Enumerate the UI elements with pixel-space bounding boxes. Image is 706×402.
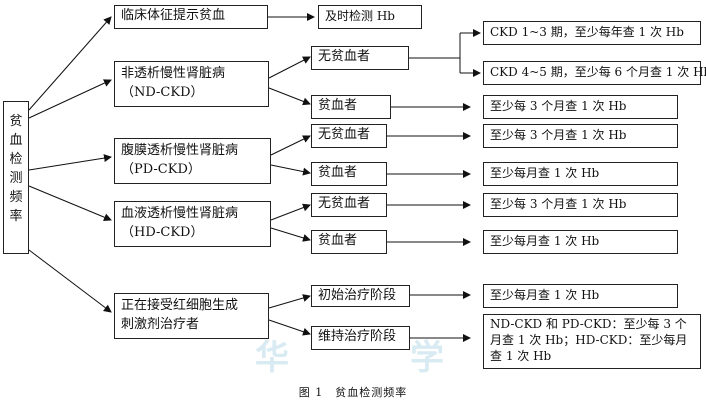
category-pd-line: （PD-CKD） (121, 162, 201, 177)
root-char: 检 (9, 152, 23, 167)
category-hd-line: 血液透析慢性肾脏病 (121, 206, 239, 221)
figure-caption: 图 1 贫血检测频率 (298, 386, 408, 399)
category-hd-line: （HD-CKD） (121, 225, 204, 240)
state-esa-maintenance: 维持治疗阶段 (311, 326, 410, 350)
category-nd-line: （ND-CKD） (121, 85, 204, 100)
root-char: 贫 (9, 114, 23, 129)
arrow-pd-no (270, 135, 311, 156)
state-esa-initial: 初始治疗阶段 (311, 285, 410, 307)
category-clinical: 临床体征提示贫血 (114, 5, 268, 29)
arrow-root-pd (28, 154, 112, 171)
arrow-root-clinical (28, 16, 112, 111)
root-char: 测 (9, 171, 23, 186)
outcome-esa-initial: 至少每月查 1 次 Hb (483, 284, 678, 308)
category-esa-line: 刺激剂治疗者 (121, 317, 200, 332)
arrow-root-esa (28, 249, 112, 313)
arrow-nd-yes (268, 87, 311, 106)
outcome-pd-anemia: 至少每月查 1 次 Hb (483, 162, 678, 186)
root-char: 率 (9, 209, 23, 224)
category-pd-ckd: 腹膜透析慢性肾脏病 （PD-CKD） (114, 138, 271, 184)
arrow-root-hd (28, 185, 112, 222)
state-nd-no-anemia: 无贫血者 (311, 46, 409, 70)
arrow-esa-maint (268, 319, 311, 336)
state-hd-anemia: 贫血者 (311, 230, 387, 254)
arrow-root-nd (28, 79, 112, 119)
arrow-hd-no (270, 203, 311, 221)
arrow-hd-yes (270, 227, 311, 242)
arrow-nd-no (268, 56, 311, 79)
state-hd-no-anemia: 无贫血者 (311, 193, 387, 217)
state-nd-anemia: 贫血者 (311, 95, 391, 119)
watermark: 学 (410, 338, 444, 378)
root-char: 血 (9, 133, 23, 148)
outcome-clinical: 及时检测 Hb (318, 5, 422, 29)
state-pd-anemia: 贫血者 (311, 162, 387, 186)
category-esa-line: 正在接受红细胞生成 (121, 298, 239, 313)
outcome-pd-no-anemia: 至少每 3 个月查 1 次 Hb (483, 124, 678, 148)
category-nd-ckd: 非透析慢性肾脏病 （ND-CKD） (114, 61, 269, 107)
arrow-pd-yes (270, 164, 311, 176)
category-nd-line: 非透析慢性肾脏病 (121, 66, 226, 81)
arrow-esa-initial (268, 294, 311, 309)
outcome-nd-anemia: 至少每 3 个月查 1 次 Hb (483, 95, 678, 119)
outcome-esa-maintenance: ND-CKD 和 PD-CKD：至少每 3 个月查 1 次 Hb；HD-CKD：… (483, 314, 701, 369)
category-hd-ckd: 血液透析慢性肾脏病 （HD-CKD） (114, 201, 271, 247)
state-pd-no-anemia: 无贫血者 (311, 124, 387, 148)
outcome-hd-no-anemia: 至少每 3 个月查 1 次 Hb (483, 193, 678, 217)
root-char: 频 (9, 190, 23, 205)
category-pd-line: 腹膜透析慢性肾脏病 (121, 143, 239, 158)
outcome-ckd4-5: CKD 4~5 期，至少每 6 个月查 1 次 Hb (483, 61, 706, 85)
root-box: 贫 血 检 测 频 率 (3, 101, 29, 254)
watermark: 华 (255, 338, 289, 378)
outcome-hd-anemia: 至少每月查 1 次 Hb (483, 230, 678, 254)
category-esa: 正在接受红细胞生成 刺激剂治疗者 (114, 293, 269, 339)
outcome-ckd1-3: CKD 1~3 期，至少每年查 1 次 Hb (483, 21, 701, 45)
